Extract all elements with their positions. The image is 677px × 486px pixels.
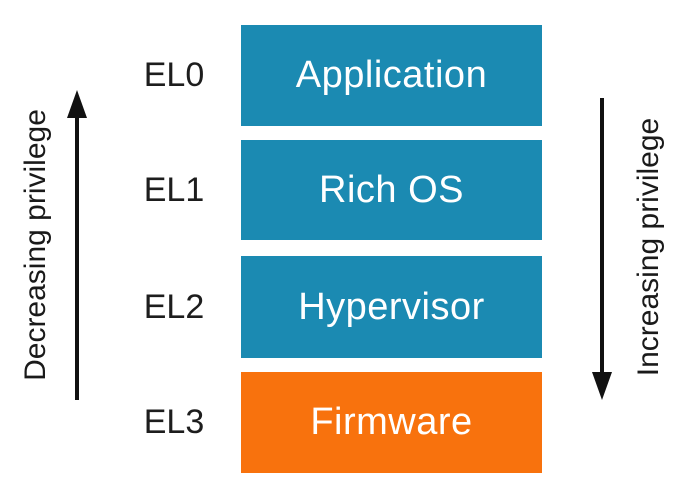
rich-os-box: Rich OS	[241, 140, 542, 240]
firmware-box: Firmware	[241, 372, 542, 473]
increasing-privilege-label: Increasing privilege	[632, 117, 665, 377]
el1-label: EL1	[143, 170, 205, 209]
application-box: Application	[241, 25, 542, 126]
el2-label: EL2	[143, 287, 205, 326]
down-arrow-icon	[592, 98, 612, 400]
up-arrow-icon	[67, 90, 87, 400]
el0-label: EL0	[143, 56, 205, 94]
decreasing-privilege-label: Decreasing privilege	[19, 109, 52, 381]
el3-label: EL3	[143, 403, 205, 441]
hypervisor-box: Hypervisor	[241, 256, 542, 358]
